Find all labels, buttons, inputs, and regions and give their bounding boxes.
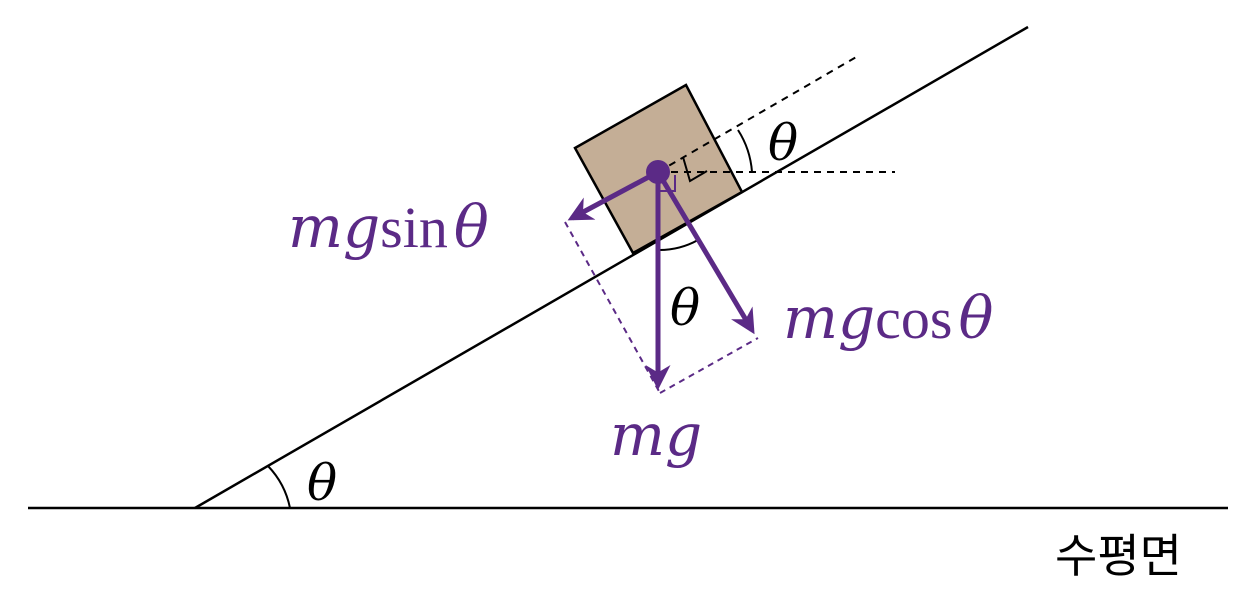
lower-angle-arc [657,239,699,252]
incline-angle-arc [267,465,291,509]
right-angle-mark-purple [658,175,676,192]
normal-component-arrow [655,170,755,335]
component-dashed-2 [659,337,759,394]
theta-label-lower: θ [670,279,700,337]
mg-label: mg [610,401,702,469]
theta-label-incline: θ [307,454,337,512]
parallel-component-arrow [567,169,660,221]
theta-label-top: θ [768,114,798,172]
incline-line [194,25,1029,510]
horizontal-plane-label: 수평면 [1055,529,1182,583]
center-of-mass-dot [646,160,670,184]
right-angle-mark-black [682,156,708,183]
top-angle-arc [737,129,753,173]
